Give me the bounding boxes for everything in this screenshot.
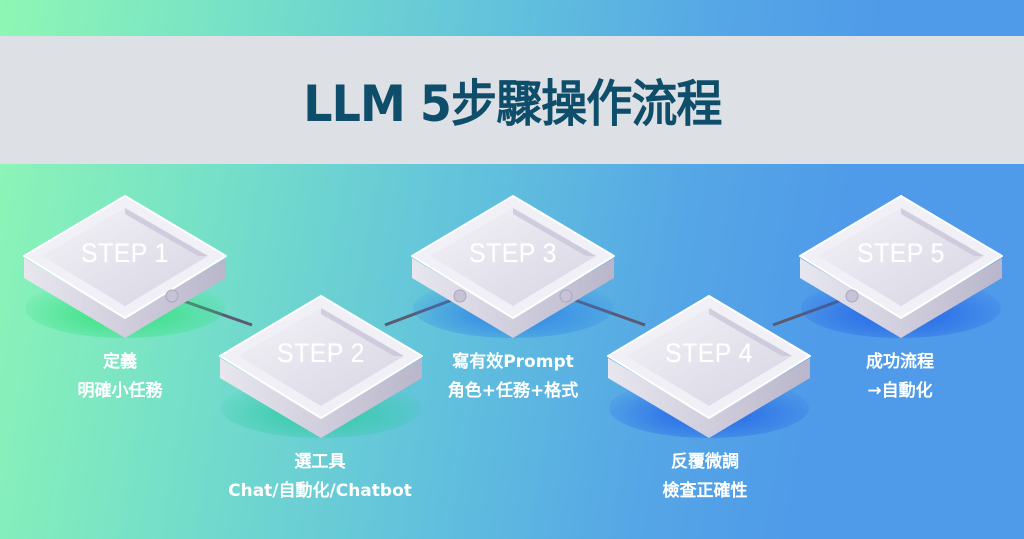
caption-line-2: 角色+任務+格式 [447,381,579,401]
caption-line-2: 檢查正確性 [662,481,748,501]
step-1-caption: 定義 明確小任務 [20,348,220,406]
caption-line-1: 成功流程 [866,352,934,372]
step-2-caption: 選工具 Chat/自動化/Chatbot [200,448,440,506]
page-title: LLM 5步驟操作流程 [302,75,722,133]
tray-icon [607,295,811,438]
caption-line-2: →自動化 [867,381,933,401]
tray-icon [219,295,423,438]
step-4-caption: 反覆微調 檢查正確性 [605,448,805,506]
tray-icon [411,195,615,338]
title-banner: LLM 5步驟操作流程 [0,36,1024,164]
step-label: STEP 3 [469,238,557,268]
caption-line-2: Chat/自動化/Chatbot [228,481,412,501]
caption-line-1: 寫有效Prompt [452,352,574,372]
step-3-caption: 寫有效Prompt 角色+任務+格式 [413,348,613,406]
caption-line-2: 明確小任務 [77,381,163,401]
step-4-node: STEP 4 [604,290,814,440]
caption-line-1: 反覆微調 [671,452,739,472]
caption-line-1: 定義 [103,352,137,372]
caption-line-1: 選工具 [294,452,346,472]
step-label: STEP 2 [277,338,365,368]
step-label: STEP 4 [665,338,753,368]
step-3-node: STEP 3 [408,190,618,340]
step-label: STEP 1 [81,238,169,268]
step-5-caption: 成功流程 →自動化 [800,348,1000,406]
step-1-node: STEP 1 [20,190,230,340]
tray-icon [23,195,227,338]
step-2-node: STEP 2 [216,290,426,440]
step-5-node: STEP 5 [796,190,1006,340]
tray-icon [799,195,1003,338]
step-label: STEP 5 [857,238,945,268]
